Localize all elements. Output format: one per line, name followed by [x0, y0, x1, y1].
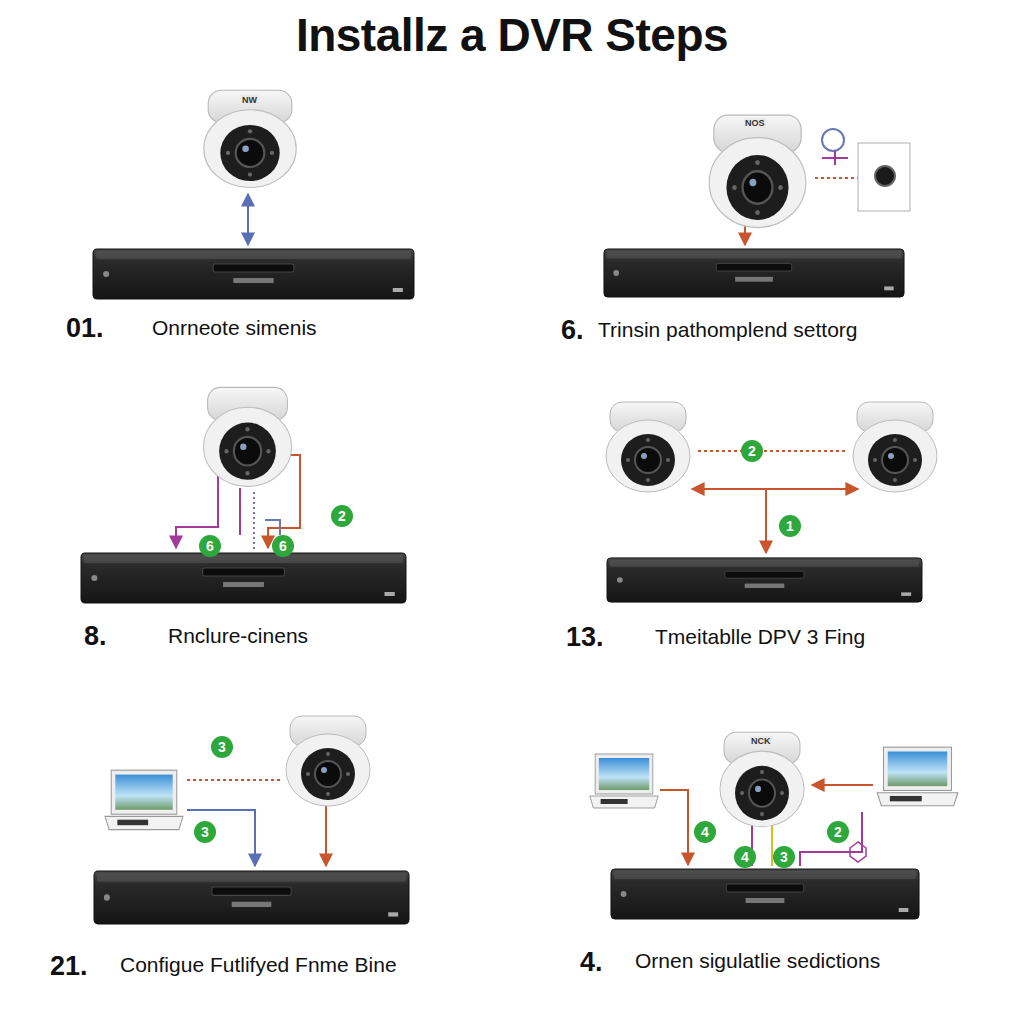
camera-link — [692, 488, 858, 490]
panel-6-art — [590, 732, 958, 919]
dvr-recorder — [93, 249, 414, 299]
hub-icon — [850, 842, 866, 862]
step-caption: Configue Futlifyed Fnme Bine — [120, 953, 397, 977]
brand-label: NCK — [750, 736, 772, 746]
callout-number: 4 — [734, 846, 756, 868]
callout-number: 3 — [194, 821, 216, 843]
plug-wire — [822, 151, 848, 165]
orange-wire — [660, 790, 688, 865]
laptop — [105, 770, 183, 829]
video-link — [765, 489, 767, 553]
panel-1-art — [93, 90, 414, 299]
callout-number: 3 — [211, 736, 233, 758]
step-number: 8. — [84, 621, 107, 652]
callout-number: 4 — [694, 821, 716, 843]
callout-number: 6 — [272, 535, 294, 557]
panel-5-art — [94, 716, 409, 924]
dotted-link — [187, 779, 283, 781]
dome-camera — [203, 387, 291, 486]
panel-3-art — [81, 387, 406, 603]
panel-4-art — [606, 402, 937, 602]
step-number: 4. — [580, 947, 603, 978]
dome-camera — [709, 115, 806, 228]
laptop-link — [812, 784, 873, 786]
laptop — [590, 754, 658, 808]
dvr-recorder — [611, 869, 919, 919]
network-link — [187, 810, 255, 866]
plug-icon — [822, 129, 844, 151]
step-caption: Rnclure-cinens — [168, 624, 308, 648]
step-caption: Tmeitablle DPV 3 Fing — [655, 625, 865, 649]
blue-wire — [265, 520, 280, 535]
dvr-recorder — [81, 553, 406, 603]
step-caption: Onrneote simenis — [152, 316, 317, 340]
step-caption: Ornen sigulatlie sedictions — [635, 949, 880, 973]
connector-box — [858, 143, 910, 211]
dome-camera — [606, 402, 690, 492]
video-link — [325, 805, 327, 866]
laptop — [877, 747, 958, 806]
video-link — [744, 226, 746, 245]
callout-number: 2 — [331, 505, 353, 527]
callout-number: 2 — [741, 440, 763, 462]
dvr-recorder — [607, 558, 922, 602]
step-number: 21. — [50, 951, 88, 982]
step-number: 13. — [566, 622, 604, 653]
dvr-recorder — [94, 871, 409, 924]
step-caption: Trinsin pathomplend settorg — [598, 318, 858, 342]
brand-label: NW — [241, 95, 258, 105]
callout-number: 6 — [199, 535, 221, 557]
dome-camera — [720, 732, 804, 827]
callout-number: 3 — [773, 846, 795, 868]
dotted-wire — [253, 492, 255, 550]
brand-label: NOS — [744, 118, 766, 128]
video-link — [247, 194, 249, 245]
callout-number: 1 — [779, 515, 801, 537]
dome-camera — [204, 90, 296, 187]
step-number: 6. — [561, 315, 584, 346]
dvr-recorder — [604, 249, 904, 297]
connector-socket — [875, 166, 895, 186]
dotted-link — [698, 450, 845, 452]
dome-camera — [853, 402, 937, 492]
title: Installz a DVR Steps — [0, 8, 1024, 62]
dome-camera — [286, 716, 370, 806]
callout-number: 2 — [827, 821, 849, 843]
step-number: 01. — [66, 313, 104, 344]
panel-2-art — [604, 115, 910, 297]
purple-wire — [239, 488, 241, 535]
